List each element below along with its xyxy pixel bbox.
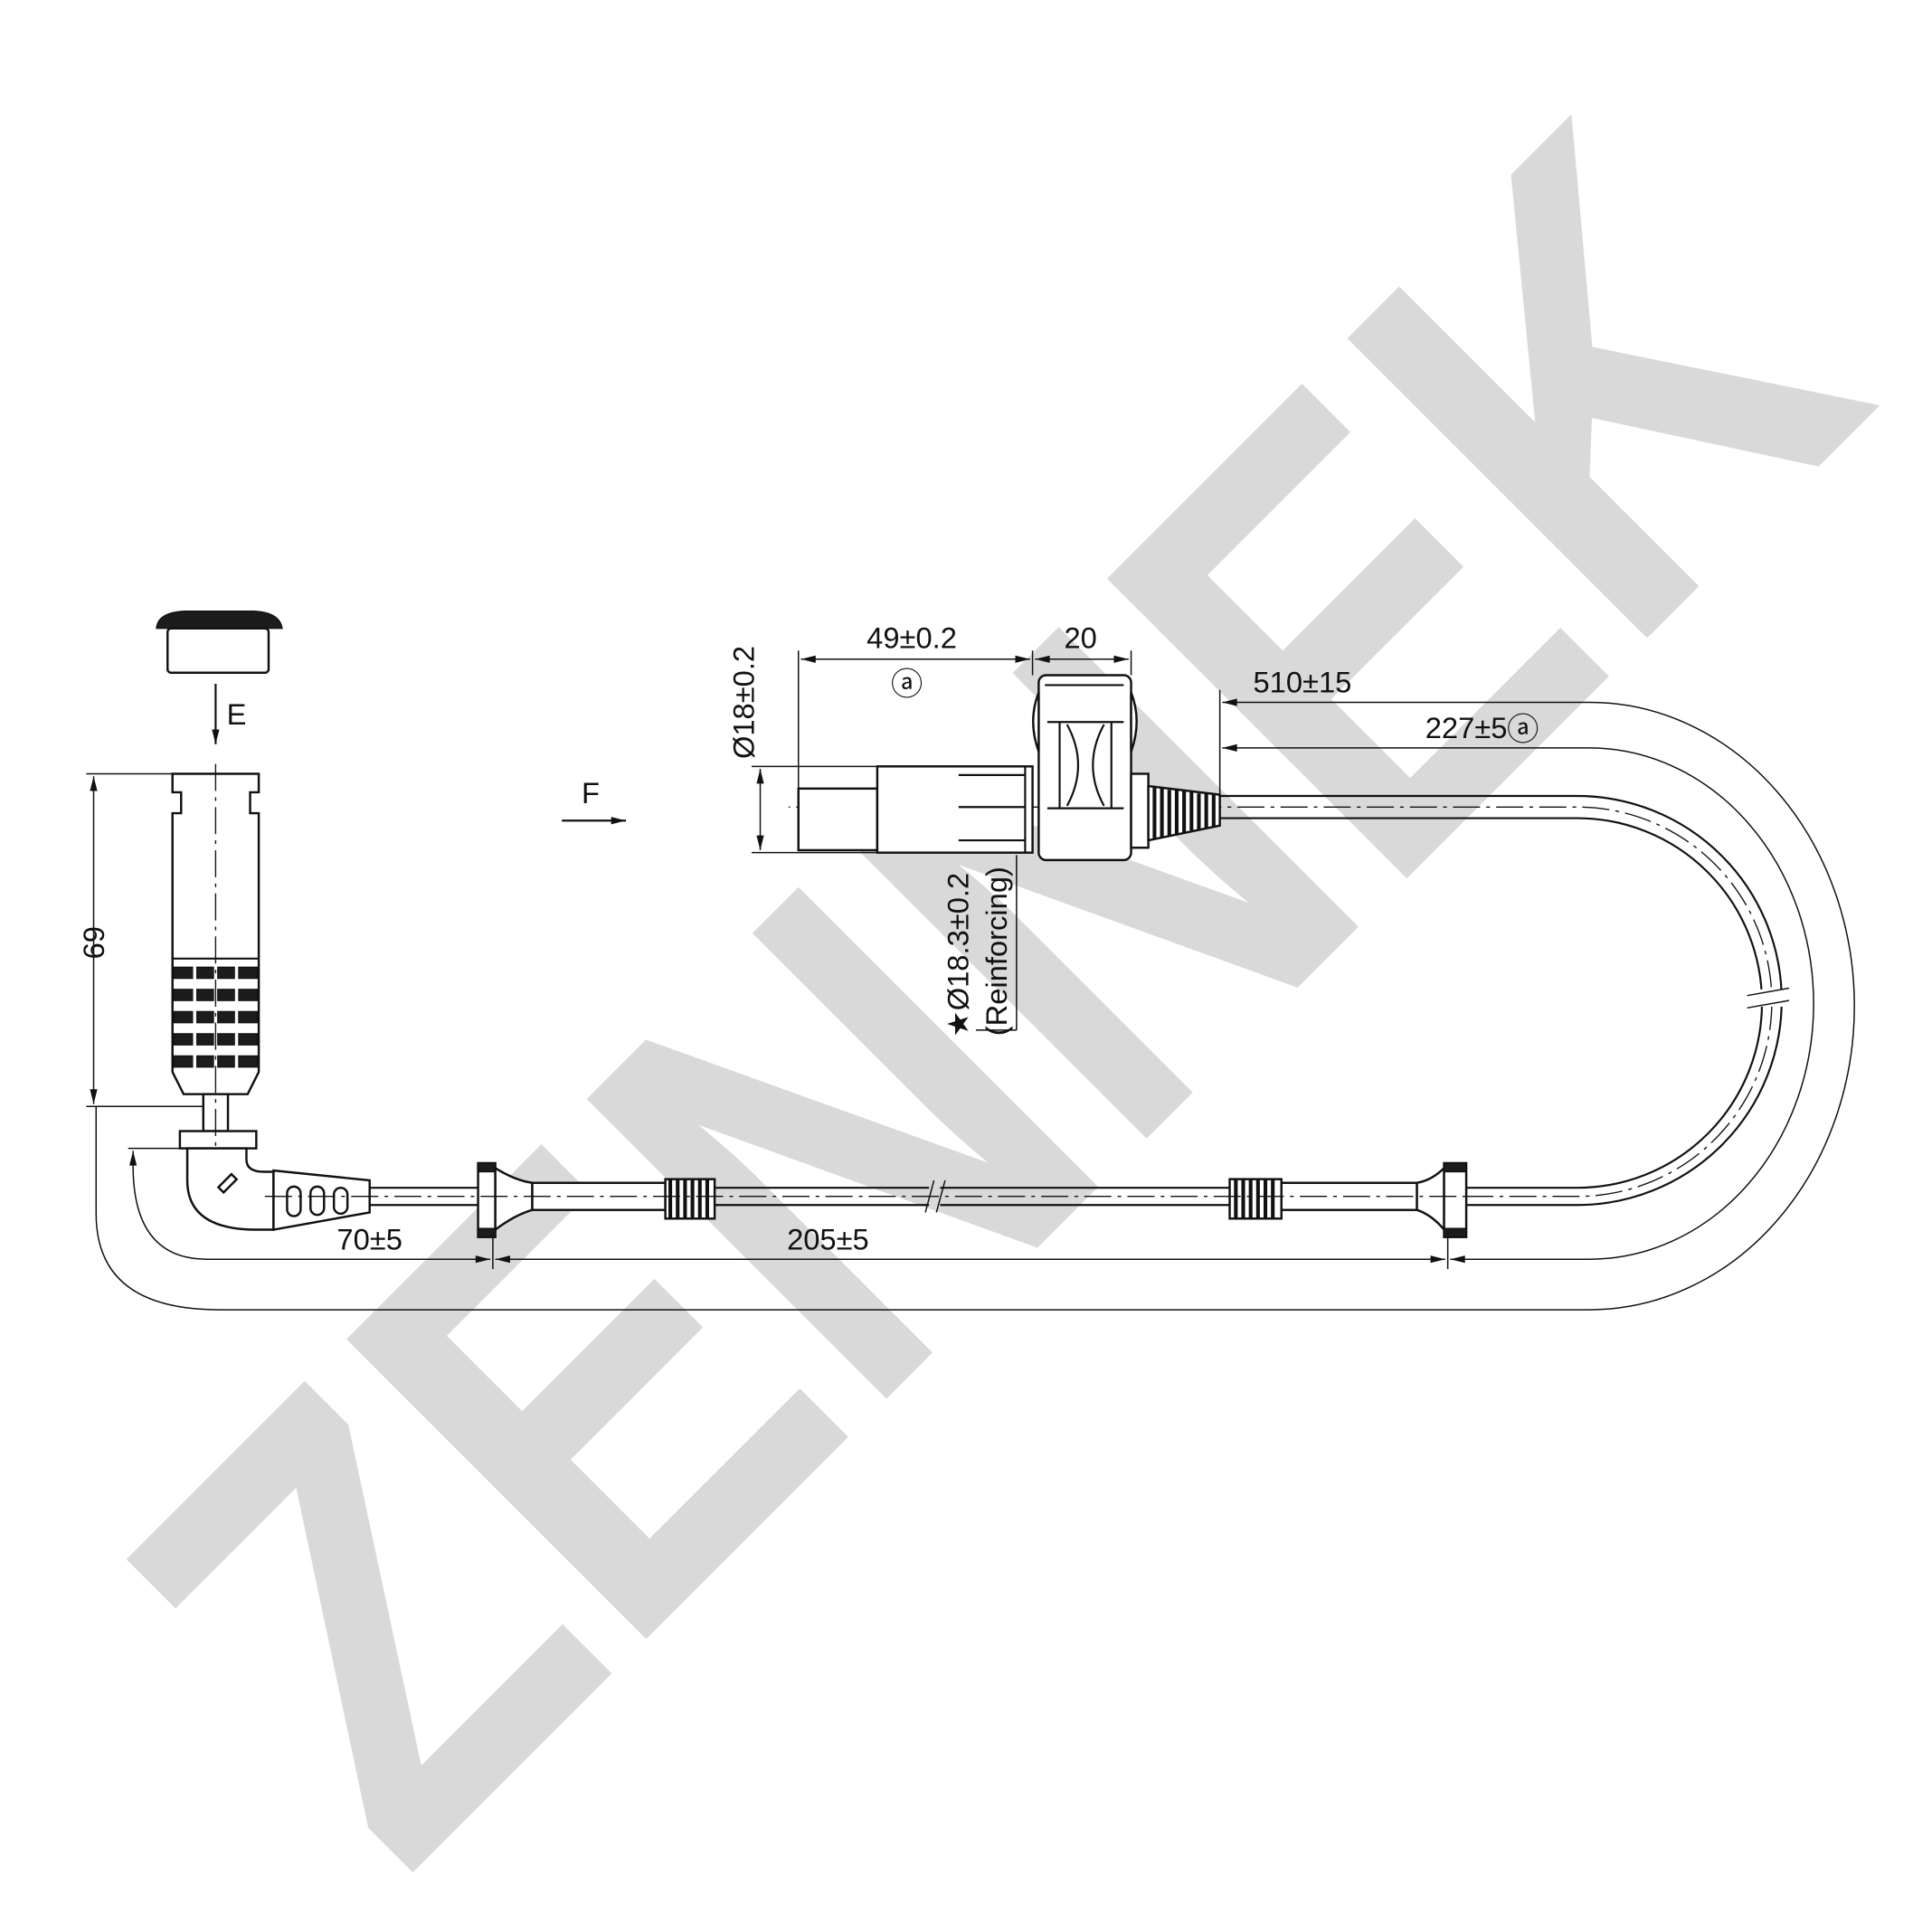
dimension-70: 70±5 xyxy=(128,1147,491,1264)
dim-205-label: 205±5 xyxy=(787,1222,869,1255)
connector-housing xyxy=(1037,674,1132,862)
dim-70-line xyxy=(129,1151,491,1264)
ref-a-symbol: ⓐ xyxy=(1507,712,1539,749)
dim-70-label: 70±5 xyxy=(336,1222,402,1255)
cable-loop xyxy=(788,794,1790,1207)
dim-49-label: 49±0.2 xyxy=(867,621,957,655)
connector-latch-comb xyxy=(958,766,1027,853)
reinforcing-note: (Reinforcing) xyxy=(980,867,1013,1036)
elbow-sleeve-hole xyxy=(309,1185,326,1217)
sensor-head xyxy=(171,763,260,1165)
dimension-227: 227±5 ⓐ xyxy=(1222,711,1814,1264)
dim-dia-18-label: Ø18±0.2 xyxy=(727,646,761,759)
elbow-sleeve-hole xyxy=(286,1185,302,1217)
dimension-dia-18: Ø18±0.2 xyxy=(727,646,877,854)
connector-housing-left-lug xyxy=(1032,692,1040,753)
dim-69-label: 69 xyxy=(78,926,111,959)
connector-neck xyxy=(1130,772,1150,849)
dimension-69: 69 xyxy=(78,772,204,1108)
cable-segment xyxy=(715,1187,1230,1207)
dim-510-line xyxy=(95,698,1855,1311)
dimension-20: 20 xyxy=(1035,621,1132,676)
right-grommet-flange-tip xyxy=(1443,1162,1467,1173)
right-grommet-trumpet xyxy=(1416,1165,1445,1233)
cap-dome xyxy=(156,610,283,630)
connector-body xyxy=(876,765,1034,854)
cap-body xyxy=(166,627,270,675)
ref-a-symbol: ⓐ xyxy=(891,666,923,703)
dim-227-line xyxy=(1222,743,1814,1264)
view-f-label: F xyxy=(582,776,600,810)
dim-227-label: 227±5 xyxy=(1425,711,1508,744)
sensor-cap xyxy=(156,610,283,675)
dimension-510: 510±15 xyxy=(95,666,1855,1311)
connector-housing-right-lug xyxy=(1130,692,1138,753)
dimension-dia-18-3: ★Ø18.3±0.2 (Reinforcing) xyxy=(942,855,1018,1037)
elbow-body xyxy=(185,1147,275,1231)
view-e-label: E xyxy=(227,697,247,731)
cable-loop-centerline xyxy=(788,806,1773,1198)
connector-housing-detail xyxy=(1045,684,1124,810)
left-grommet-flange-tip xyxy=(477,1162,497,1173)
cable-loop-break-mark xyxy=(1747,987,1790,1009)
connector-hourglass xyxy=(1065,724,1105,807)
dim-20-label: 20 xyxy=(1065,621,1097,655)
connector-boot-ribs xyxy=(1152,787,1216,839)
dim-510-label: 510±15 xyxy=(1253,666,1351,699)
dimension-49: 49±0.2 ⓐ xyxy=(797,621,1034,789)
sensor-head-flange xyxy=(178,1130,258,1150)
left-grommet-flange xyxy=(477,1161,497,1238)
connector xyxy=(797,674,1221,862)
right-grommet-flange xyxy=(1443,1161,1468,1238)
left-grommet-sleeve-ribs xyxy=(668,1179,709,1219)
dim-dia-18-3-label: ★Ø18.3±0.2 xyxy=(942,873,975,1037)
elbow-sleeve-hole xyxy=(332,1186,349,1216)
connector-pin xyxy=(797,787,879,852)
dimension-205: 205±5 xyxy=(492,1222,1449,1270)
